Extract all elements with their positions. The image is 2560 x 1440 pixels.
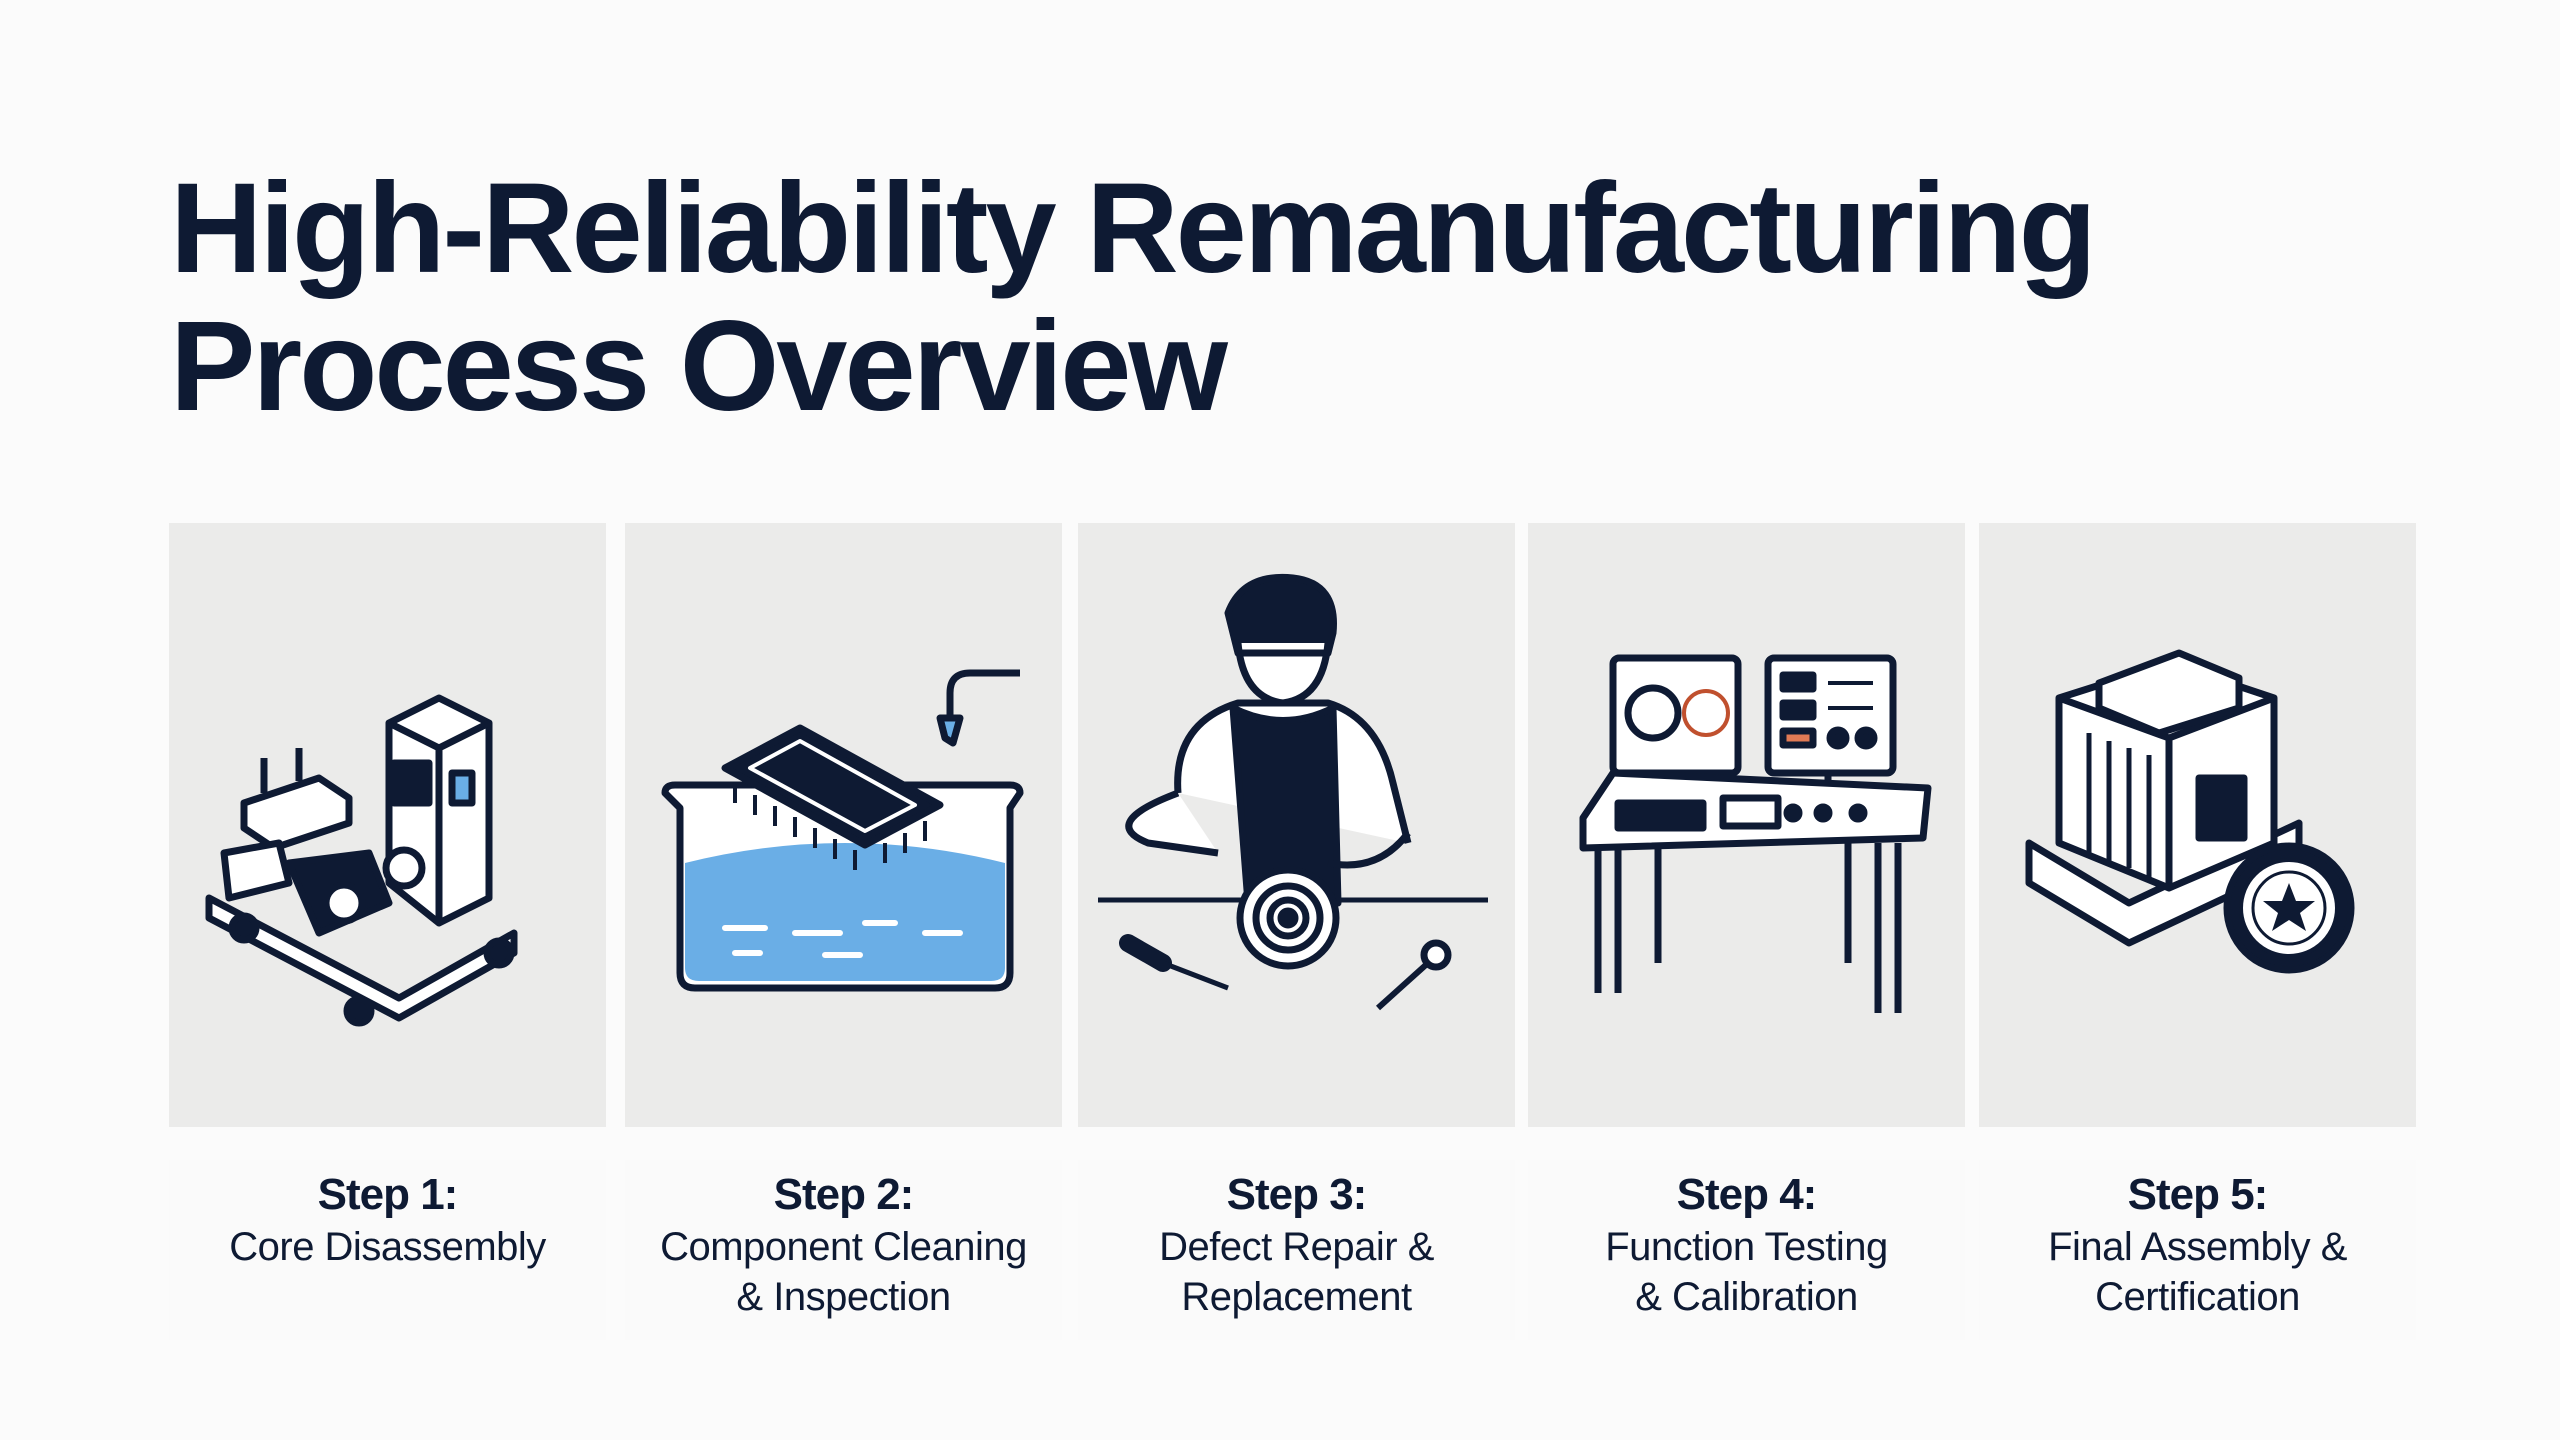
- step-5-card: [1979, 523, 2416, 1127]
- technician-repair-icon: [1098, 573, 1488, 1011]
- machine-icon: [205, 694, 518, 1027]
- step-number: Step 3:: [1226, 1170, 1368, 1219]
- step-description: Core Disassembly: [229, 1225, 546, 1269]
- step-description-2: & Calibration: [1635, 1275, 1858, 1319]
- step-1-label: Step 1: Core Disassembly: [169, 1160, 606, 1340]
- step-1-card: [169, 523, 606, 1127]
- step-description-2: & Inspection: [736, 1275, 951, 1319]
- step-description: Defect Repair &: [1159, 1225, 1434, 1269]
- step-description: Component Cleaning: [660, 1225, 1027, 1269]
- certified-unit-icon: [2025, 649, 2355, 974]
- step-description-2: Replacement: [1181, 1275, 1412, 1319]
- step-number: Step 4:: [1676, 1170, 1818, 1219]
- chip-cleaning-icon: [661, 669, 1024, 992]
- step-number: Step 2:: [773, 1170, 915, 1219]
- step-4-card: [1528, 523, 1965, 1127]
- step-description: Function Testing: [1605, 1225, 1888, 1269]
- step-2-label: Step 2: Component Cleaning & Inspection: [625, 1160, 1062, 1340]
- step-number: Step 1:: [317, 1170, 459, 1219]
- test-bench-icon: [1579, 654, 1932, 1013]
- step-3-card: [1078, 523, 1515, 1127]
- title-line-1: High-Reliability Remanufacturing: [170, 157, 2097, 300]
- step-5-label: Step 5: Final Assembly & Certification: [1979, 1160, 2416, 1340]
- step-description: Final Assembly &: [2048, 1225, 2347, 1269]
- step-4-label: Step 4: Function Testing & Calibration: [1528, 1160, 1965, 1340]
- step-2-card: [625, 523, 1062, 1127]
- step-3-label: Step 3: Defect Repair & Replacement: [1078, 1160, 1515, 1340]
- page-title: High-Reliability Remanufacturing Process…: [170, 157, 2097, 438]
- step-number: Step 5:: [2127, 1170, 2269, 1219]
- step-description-2: Certification: [2095, 1275, 2300, 1319]
- title-line-2: Process Overview: [170, 295, 1228, 438]
